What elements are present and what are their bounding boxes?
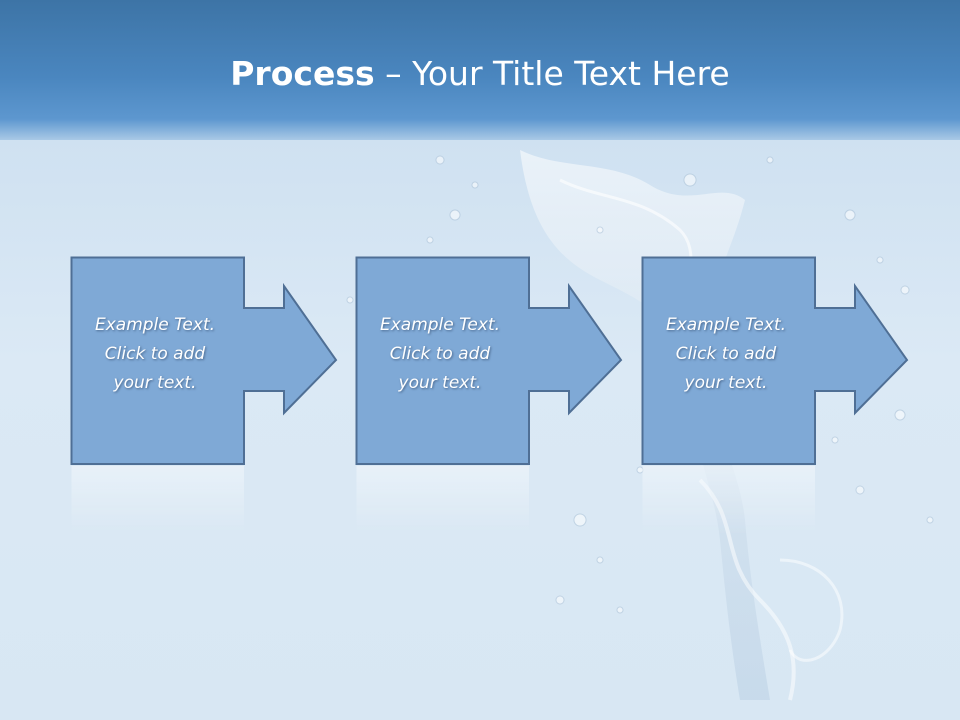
process-step-1[interactable]: Example Text. Click to add your text. [70,256,338,468]
title-banner [0,0,960,140]
step-text[interactable]: Example Text. Click to add your text. [70,311,240,398]
process-step-2[interactable]: Example Text. Click to add your text. [355,256,623,468]
step-text[interactable]: Example Text. Click to add your text. [355,311,525,398]
step-text-line-2: Click to add [104,344,206,364]
title-rest: – Your Title Text Here [374,54,730,93]
step-arrow-shape [70,256,338,465]
step-text-line-3: your text. [684,373,768,393]
step-text-line-2: Click to add [675,344,777,364]
step-text-line-2: Click to add [389,344,491,364]
step-text-line-1: Example Text. [94,315,216,335]
slide-title[interactable]: Process – Your Title Text Here [0,52,960,96]
title-bold: Process [230,54,375,93]
step-text-line-1: Example Text. [379,315,501,335]
step-reflection [641,466,909,536]
step-text-line-3: your text. [398,373,482,393]
step-text-line-1: Example Text. [665,315,787,335]
step-text-line-3: your text. [113,373,197,393]
step-arrow-shape [641,256,909,465]
step-reflection [70,466,338,536]
process-step-3[interactable]: Example Text. Click to add your text. [641,256,909,468]
step-arrow-shape [355,256,623,465]
step-text[interactable]: Example Text. Click to add your text. [641,311,811,398]
step-reflection [355,466,623,536]
